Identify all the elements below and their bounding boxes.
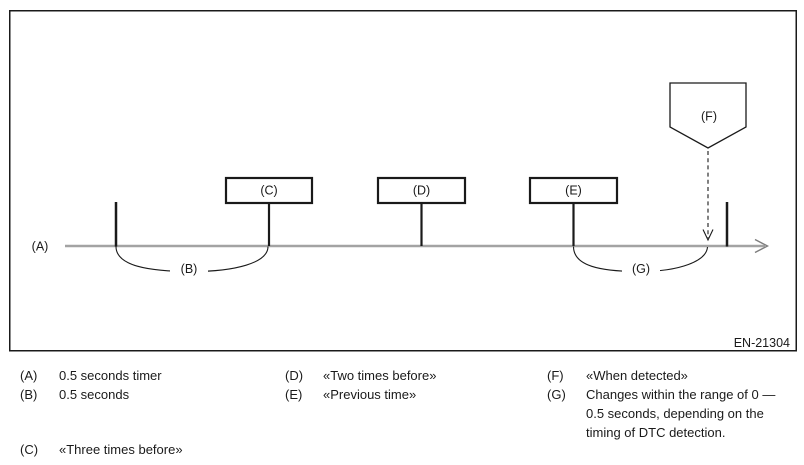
legend-text-a: 0.5 seconds timer bbox=[59, 368, 162, 383]
detection-arrowhead-icon bbox=[702, 229, 714, 242]
legend-text-c: «Three times before» bbox=[59, 442, 183, 457]
legend-key-d: (D) bbox=[285, 368, 304, 383]
detection-flag bbox=[669, 82, 747, 149]
event-box-c-label: (C) bbox=[260, 184, 277, 198]
timeline-arrowhead-icon bbox=[754, 238, 770, 254]
legend-text-e: «Previous time» bbox=[323, 387, 417, 402]
event-box-e bbox=[528, 176, 619, 205]
axis-label: (A) bbox=[32, 240, 49, 254]
legend-key-e: (E) bbox=[285, 387, 303, 402]
event-box-e-label: (E) bbox=[565, 184, 582, 198]
legend-text-b: 0.5 seconds bbox=[59, 387, 130, 402]
event-box-d bbox=[376, 176, 467, 205]
legend-text-f: «When detected» bbox=[586, 368, 688, 383]
detection-flag-label: (F) bbox=[701, 110, 717, 124]
legend-key-c: (C) bbox=[20, 442, 39, 457]
legend-text-g-line-1: Changes within the range of 0 — bbox=[586, 387, 776, 402]
legend-key-g: (G) bbox=[547, 387, 566, 402]
legend-text-d: «Two times before» bbox=[323, 368, 437, 383]
legend-text-g: Changes within the range of 0 — 0.5 seco… bbox=[586, 385, 775, 442]
interval-brace-b-label: (B) bbox=[181, 262, 198, 276]
figure-code: EN-21304 bbox=[734, 336, 790, 350]
interval-brace-g-label-bg bbox=[622, 261, 660, 277]
interval-brace-g-label: (G) bbox=[632, 262, 650, 276]
legend-text-g-line-2: 0.5 seconds, depending on the bbox=[586, 406, 764, 421]
legend-key-f: (F) bbox=[547, 368, 564, 383]
legend-text-g-line-3: timing of DTC detection. bbox=[586, 425, 726, 440]
legend-key-a: (A) bbox=[20, 368, 38, 383]
legend-key-b: (B) bbox=[20, 387, 38, 402]
interval-brace-b-label-bg bbox=[170, 261, 208, 277]
event-box-d-label: (D) bbox=[413, 184, 430, 198]
event-box-c bbox=[224, 176, 314, 205]
timing-diagram: (A) (C) (D) (E) (F) (B) (G) EN-21304 bbox=[9, 10, 797, 352]
